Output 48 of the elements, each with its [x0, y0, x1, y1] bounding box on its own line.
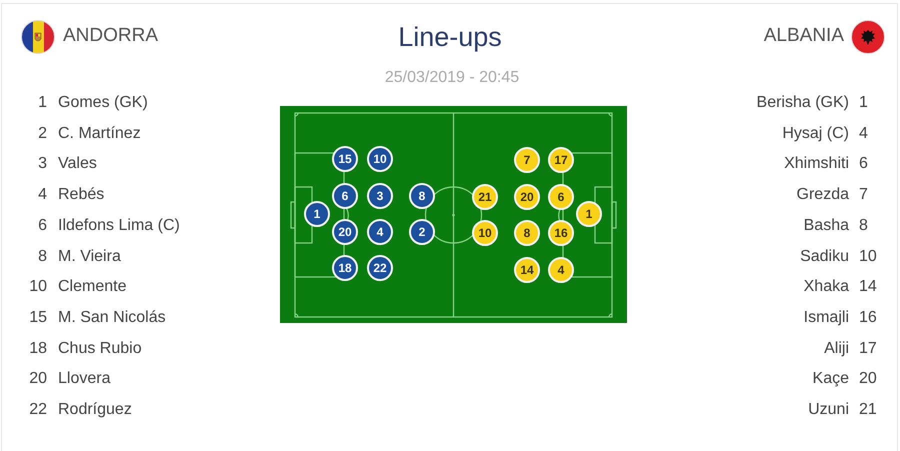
- player-name: Ildefons Lima (C): [58, 216, 180, 236]
- player-number: 20: [859, 369, 877, 390]
- player-number: 8: [38, 246, 47, 266]
- player-name: Gomes (GK): [58, 93, 148, 113]
- player-number: 7: [859, 185, 868, 206]
- player-number: 14: [859, 277, 877, 298]
- player-number: 1: [38, 93, 47, 113]
- player-name: Uzuni: [808, 400, 849, 420]
- player-name: M. Vieira: [58, 246, 121, 266]
- match-date: 25/03/2019 - 20:45: [384, 68, 520, 88]
- player-number: 21: [859, 400, 877, 420]
- player-number: 18: [29, 338, 47, 359]
- player-name: Vales: [58, 154, 97, 174]
- player-name: Basha: [804, 216, 849, 236]
- player-number: 8: [859, 216, 868, 236]
- player-name: Hysaj (C): [782, 124, 849, 144]
- player-name: Ismajli: [804, 308, 849, 328]
- player-number: 20: [29, 369, 47, 390]
- player-number: 4: [38, 185, 47, 206]
- player-name: Grezda: [796, 185, 849, 206]
- team-name: ALBANIA: [764, 24, 844, 48]
- player-number: 22: [29, 400, 47, 420]
- player-name: Kaçe: [812, 369, 849, 390]
- player-name: Rebés: [58, 185, 104, 206]
- player-name: Llovera: [58, 369, 110, 390]
- player-number: 16: [859, 308, 877, 328]
- player-number: 17: [859, 338, 877, 359]
- player-number: 3: [38, 154, 47, 174]
- player-number: 6: [38, 216, 47, 236]
- player-number: 10: [859, 246, 877, 266]
- player-number: 1: [859, 93, 868, 113]
- player-name: Chus Rubio: [58, 338, 142, 359]
- player-number: 4: [859, 124, 868, 144]
- player-number: 15: [29, 308, 47, 328]
- player-name: C. Martínez: [58, 124, 141, 144]
- player-name: Aliji: [824, 338, 849, 359]
- player-name: Sadiku: [800, 246, 849, 266]
- player-name: Xhimshiti: [784, 154, 849, 174]
- title: Line-ups: [398, 21, 502, 54]
- team-name: ANDORRA: [63, 24, 158, 48]
- player-number: 10: [29, 277, 47, 298]
- player-name: Rodríguez: [58, 400, 132, 420]
- player-name: M. San Nicolás: [58, 308, 166, 328]
- player-number: 6: [859, 154, 868, 174]
- player-name: Berisha (GK): [756, 93, 849, 113]
- player-number: 2: [38, 124, 47, 144]
- player-name: Clemente: [58, 277, 126, 298]
- player-name: Xhaka: [804, 277, 849, 298]
